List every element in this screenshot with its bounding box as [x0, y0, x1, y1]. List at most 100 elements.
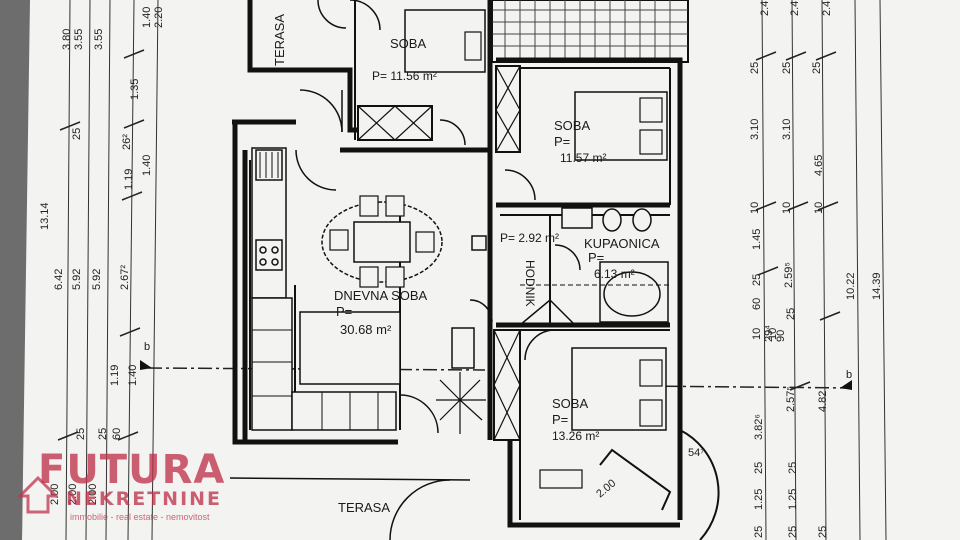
dim-text: 25	[753, 526, 765, 538]
dims-left-outer: 3.80 3.55 3.55 6.42 5.92 5.92 2.00 2.00 …	[49, 29, 105, 505]
desk	[539, 469, 583, 489]
dim-text: 2.57⁵	[785, 386, 797, 412]
room-p-soba-right: P=	[554, 134, 570, 149]
dining-set	[321, 195, 443, 288]
dim-text: 1.40	[141, 155, 153, 176]
dim-text: 1.19	[109, 365, 121, 386]
dim-text: 3.80	[61, 29, 73, 50]
section-mark-right: b	[846, 369, 852, 381]
room-area-kupaonica: 6.13 m²	[594, 267, 635, 281]
dim-text: 25	[787, 462, 799, 474]
dim-text: 25	[97, 428, 109, 440]
room-p-dnevna-soba: P=	[336, 304, 352, 319]
dim-text: 10	[781, 202, 793, 214]
dim-text: 54⁷	[688, 447, 704, 459]
dim-text: 25	[71, 128, 83, 140]
room-label-hodnik: HODNIK	[523, 260, 537, 307]
terrace-edge	[229, 477, 471, 481]
dim-text: 60	[751, 298, 763, 310]
hall-diagonals	[519, 298, 576, 326]
room-label-terasa-top: TERASA	[272, 14, 287, 66]
walls	[232, 0, 683, 528]
dim-text: 3.55	[73, 29, 85, 50]
bay-window	[599, 429, 720, 540]
section-mark-left: b	[144, 341, 150, 353]
dim-text: 1.25	[753, 489, 765, 510]
dims-right-4: 2.4 14.39	[821, 1, 883, 300]
dim-text: 4.82	[817, 391, 829, 412]
dim-text: 1.40	[127, 365, 139, 386]
dim-text: 2.4	[821, 1, 833, 16]
dim-text: 90	[775, 330, 787, 342]
dim-text: 25	[817, 526, 829, 538]
sink-lines	[259, 152, 279, 178]
paper-shadow	[0, 0, 30, 540]
room-area-hodnik: P= 2.92 m²	[500, 231, 559, 245]
dim-text: 25	[751, 274, 763, 286]
dims-right-2: 2.4 25 3.10 10 2.59⁵ 25 2.57⁵ 25 1.25 25	[759, 1, 799, 538]
dim-text: 1.45	[751, 229, 763, 250]
dims-left-small: 13.14 25 25	[39, 128, 87, 440]
brand-name: FUTURA	[38, 447, 226, 493]
dim-text: 14.39	[871, 272, 883, 300]
dims-right-1: 25 3.10 10 1.45 25 60 10 10 3.82⁶ 25 1.2…	[749, 62, 779, 538]
room-label-soba-right: SOBA	[554, 118, 590, 133]
dim-text: 2.00	[67, 484, 79, 505]
dim-text: 2.4	[789, 1, 801, 16]
dim-text: 29⁴	[763, 325, 775, 342]
room-label-soba-top: SOBA	[390, 36, 426, 51]
dim-text: 25	[753, 462, 765, 474]
room-p-soba-bottom: P=	[552, 412, 568, 427]
dim-text: 6.42	[53, 269, 65, 290]
room-label-dnevna-soba: DNEVNA SOBA	[334, 288, 428, 303]
dim-text: 25	[781, 62, 793, 74]
brand-subtitle: NEKRETNINE	[66, 488, 223, 510]
dims-right-3: 2.4 25 4.65 10 10.22 4.82 25	[789, 1, 857, 538]
sofa-cushions	[252, 329, 379, 430]
section-arrow-right	[840, 380, 852, 390]
dim-text: 2.00	[87, 484, 99, 505]
dim-text: 3.10	[781, 119, 793, 140]
dim-text: 10	[767, 328, 779, 340]
dim-text: 10	[749, 202, 761, 214]
brand-watermark: FUTURA NEKRETNINE immobilie - real estat…	[18, 447, 264, 530]
room-area-soba-top: P= 11.56 m²	[372, 69, 437, 83]
dim-text: 1.40	[141, 7, 153, 28]
room-area-soba-bottom: 13.26 m²	[552, 429, 599, 443]
bathroom-fixtures	[561, 207, 669, 323]
section-line-right	[639, 385, 851, 389]
dim-text: 2.4	[759, 1, 771, 16]
pillows	[464, 31, 663, 427]
dim-text: 2.20	[153, 7, 165, 28]
dim-text: 25	[749, 62, 761, 74]
room-area-soba-right: 11.57 m²	[560, 151, 606, 165]
dim-text: 25	[811, 62, 823, 74]
room-p-kupaonica: P=	[588, 250, 604, 265]
dimension-lines-right	[761, 0, 887, 540]
dim-text: 4.65	[813, 155, 825, 176]
dim-text: 60	[111, 428, 123, 440]
dimension-ticks	[57, 49, 841, 441]
dim-text: 3.10	[749, 119, 761, 140]
dim-text: 25	[785, 308, 797, 320]
dimension-lines-left	[65, 0, 159, 540]
dim-text: 1.19	[123, 169, 135, 190]
room-label-terasa-bottom: TERASA	[338, 500, 390, 515]
dim-text: 1.25	[787, 489, 799, 510]
room-area-dnevna-soba: 30.68 m²	[340, 322, 392, 337]
dim-text: 26²	[121, 134, 133, 150]
dim-text: 10	[813, 202, 825, 214]
dim-text: 25	[75, 428, 87, 440]
dim-text: 25	[787, 526, 799, 538]
plant-icon	[436, 372, 486, 434]
roof-hatch	[491, 0, 689, 63]
dim-text: 3.82⁶	[753, 414, 765, 440]
section-arrow-left	[140, 360, 152, 370]
living-furniture	[251, 235, 487, 431]
dim-text: 3.55	[93, 29, 105, 50]
wardrobe-crosses	[357, 65, 521, 441]
dim-text: 1.35	[129, 79, 141, 100]
room-label-soba-bottom: SOBA	[552, 396, 588, 411]
